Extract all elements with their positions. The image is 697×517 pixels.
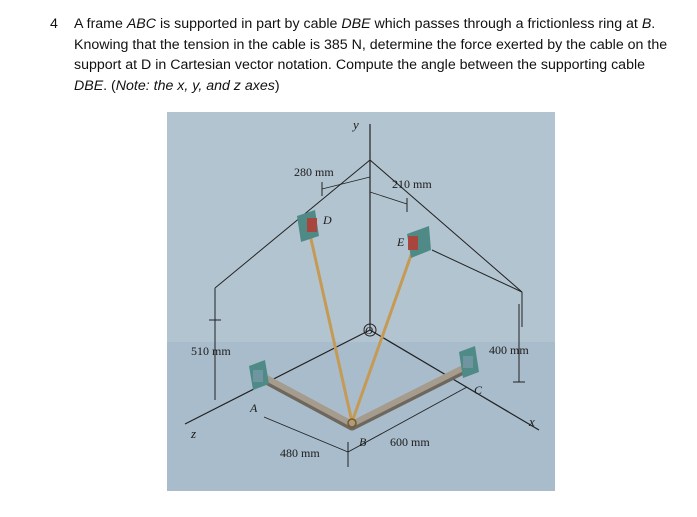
problem-text-italic: Note: the x, y, and z axes (115, 77, 275, 94)
problem-text-italic: B (641, 16, 652, 32)
problem-text-segment: A frame (74, 16, 127, 32)
wall-area (167, 112, 555, 342)
dim-400-label: 400 mm (489, 343, 529, 357)
problem-text-segment: . Knowing that the tension in the cable … (74, 16, 668, 73)
support-e (407, 226, 431, 258)
ring-b (347, 418, 357, 428)
origin-marker (363, 323, 377, 337)
problem-text: A frame ABC is supported in part by cabl… (74, 14, 680, 96)
point-e-label: E (396, 235, 405, 249)
problem-text-segment: . ( (103, 77, 116, 94)
wall-line-e (431, 249, 523, 293)
problem-statement: 4 A frame ABC is supported in part by ca… (50, 14, 680, 96)
axis-x-label: x (528, 414, 535, 429)
frame-rod-abc (256, 363, 470, 427)
problem-text-segment: ) (274, 77, 280, 94)
figure-svg: 280 mm 210 mm 510 mm 400 mm 480 mm 600 m… (167, 112, 555, 467)
problem-text-italic: ABC (126, 16, 157, 32)
dim-600-line (347, 386, 468, 453)
x-axis (369, 329, 540, 431)
dim-480-line (263, 416, 349, 453)
dim-210-line (369, 191, 408, 205)
dim-280-label: 280 mm (294, 165, 334, 179)
bracket-a (249, 360, 269, 390)
cable-be (350, 243, 417, 423)
dim-210-label: 210 mm (392, 177, 432, 191)
point-d-label: D (322, 213, 332, 227)
dim-480-label: 480 mm (280, 446, 320, 460)
z-axis (184, 329, 371, 425)
point-c-label: C (474, 383, 483, 397)
support-d (297, 210, 319, 242)
bracket-c (459, 346, 479, 378)
cable-db (307, 229, 354, 423)
point-o-label: O (365, 325, 373, 337)
point-b-label: B (359, 435, 367, 449)
dim-600-label: 600 mm (390, 435, 430, 449)
ceiling-edge-left (214, 159, 371, 289)
problem-text-italic: DBE (74, 77, 104, 94)
problem-text-segment: is supported in part by cable (156, 16, 342, 32)
ceiling-edge-right (369, 159, 523, 293)
dim-280-line (321, 176, 371, 190)
problem-text-segment: which passes through a frictionless ring… (370, 16, 642, 32)
problem-number: 4 (50, 16, 58, 32)
axis-z-label: z (190, 426, 196, 441)
dim-510-label: 510 mm (191, 344, 231, 358)
problem-text-italic: DBE (341, 16, 371, 32)
point-a-label: A (249, 401, 258, 415)
figure-frame-cable: 280 mm 210 mm 510 mm 400 mm 480 mm 600 m… (167, 112, 555, 491)
axis-y-label: y (351, 117, 359, 132)
